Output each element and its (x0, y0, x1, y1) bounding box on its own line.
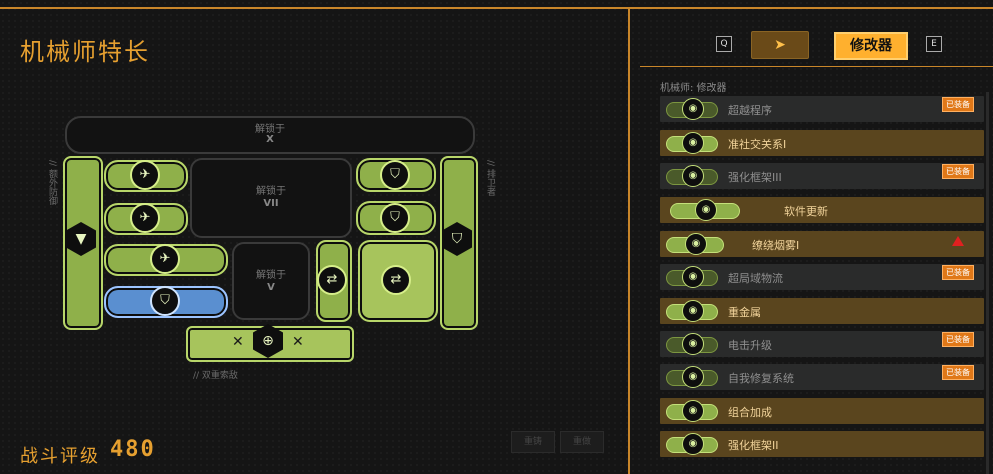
modifier-label: 电击升级 (728, 339, 772, 352)
equipped-badge: 已装备 (942, 164, 974, 179)
x-mark-icon: ✕ (232, 334, 244, 350)
panel-separator (640, 66, 993, 67)
modifier-row[interactable]: ◉ 自我修复系统 已装备 (660, 364, 984, 390)
modifier-label: 自我修复系统 (728, 372, 794, 385)
drone-icon[interactable]: ✈ (130, 203, 160, 233)
page-title: 机械师特长 (20, 38, 150, 66)
modifier-row[interactable]: ◉ 缭绕烟雾I (660, 231, 984, 257)
equipped-badge: 已装备 (942, 332, 974, 347)
modifier-toggle[interactable]: ◉ (666, 366, 718, 388)
modifier-icon: ◉ (682, 300, 704, 322)
shield-icon[interactable]: ⛉ (380, 203, 410, 233)
drone-icon[interactable]: ✈ (130, 160, 160, 190)
modifier-label: 超越程序 (728, 104, 772, 117)
shield-icon[interactable]: ⛉ (442, 222, 472, 256)
equipped-badge: 已装备 (942, 365, 974, 380)
modifier-label: 软件更新 (784, 205, 828, 218)
equipped-badge: 已装备 (942, 265, 974, 280)
combat-rating-label: 战斗评级 (20, 446, 100, 467)
scrollbar[interactable] (986, 92, 989, 474)
drone-icon[interactable]: ✈ (150, 244, 180, 274)
shield-icon[interactable]: ⛉ (380, 160, 410, 190)
tab-modifiers[interactable]: 修改器 (834, 32, 908, 60)
modifier-icon: ◉ (682, 165, 704, 187)
recast-button[interactable]: 重铸 (511, 431, 555, 453)
lock-label: 解锁于 (256, 186, 286, 197)
combat-rating-value: 480 (110, 437, 156, 462)
modifier-row[interactable]: ◉ 软件更新 (660, 197, 984, 223)
modifier-row[interactable]: ◉ 重金属 (660, 298, 984, 324)
cursor-icon: ➤ (774, 37, 786, 53)
modifier-row[interactable]: ◉ 准社交关系I (660, 130, 984, 156)
modifier-icon: ◉ (682, 366, 704, 388)
lock-label: 解锁于 (256, 270, 286, 281)
turret-icon[interactable]: ▼ (66, 222, 96, 256)
modifier-icon: ◉ (682, 266, 704, 288)
modifier-row[interactable]: ◉ 强化框架II (660, 431, 984, 457)
swap-icon[interactable]: ⇄ (317, 265, 347, 295)
locked-slot-low: 解锁于 V (232, 242, 310, 320)
equipped-badge: 已装备 (942, 97, 974, 112)
locked-slot-top: 解锁于 X (65, 116, 475, 154)
modifier-label: 超局域物流 (728, 272, 783, 285)
panel-divider (628, 7, 630, 474)
modifier-icon: ◉ (682, 333, 704, 355)
modifier-icon: ◉ (682, 132, 704, 154)
modifier-toggle[interactable]: ◉ (666, 400, 718, 422)
redo-button[interactable]: 重做 (560, 431, 604, 453)
modifier-row[interactable]: ◉ 超越程序 已装备 (660, 96, 984, 122)
key-q-hint: Q (716, 36, 732, 52)
modifier-label: 强化框架II (728, 439, 779, 452)
cursor-tab[interactable]: ➤ (751, 31, 809, 59)
lock-numeral: X (266, 134, 274, 145)
modifier-toggle[interactable]: ◉ (666, 266, 718, 288)
modifier-toggle[interactable]: ◉ (666, 132, 718, 154)
modifier-icon: ◉ (682, 400, 704, 422)
lock-numeral: VII (263, 198, 279, 209)
key-e-hint: E (926, 36, 942, 52)
modifier-toggle[interactable]: ◉ (666, 333, 718, 355)
modifier-toggle[interactable]: ◉ (666, 98, 718, 120)
modifier-label: 缭绕烟雾I (752, 239, 800, 252)
modifier-label: 组合加成 (728, 406, 772, 419)
modifier-label: 准社交关系I (728, 138, 787, 151)
lock-label: 解锁于 (255, 124, 285, 135)
locked-slot-mid: 解锁于 VII (190, 158, 352, 238)
warning-icon (952, 236, 964, 246)
right-side-label: // 排卫者 (485, 160, 495, 196)
modifier-toggle[interactable]: ◉ (666, 165, 718, 187)
x-mark-icon: ✕ (292, 334, 304, 350)
modifier-toggle[interactable]: ◉ (670, 199, 740, 221)
shield-icon[interactable]: ⛉ (150, 286, 180, 316)
lock-numeral: V (267, 282, 275, 293)
modifier-toggle[interactable]: ◉ (666, 233, 724, 255)
section-title: 机械师: 修改器 (660, 83, 727, 94)
modifier-row[interactable]: ◉ 电击升级 已装备 (660, 331, 984, 357)
modifier-row[interactable]: ◉ 强化框架III 已装备 (660, 163, 984, 189)
bottom-side-label: // 双重索敌 (193, 371, 238, 381)
modifier-row[interactable]: ◉ 组合加成 (660, 398, 984, 424)
top-border (0, 7, 993, 9)
modifier-label: 强化框架III (728, 171, 782, 184)
swap-icon[interactable]: ⇄ (381, 265, 411, 295)
modifier-icon: ◉ (695, 199, 717, 221)
modifier-icon: ◉ (682, 433, 704, 455)
modifier-toggle[interactable]: ◉ (666, 433, 718, 455)
left-side-label: // 额外防御 (47, 160, 57, 205)
modifier-label: 重金属 (728, 306, 761, 319)
modifier-icon: ◉ (685, 233, 707, 255)
modifier-toggle[interactable]: ◉ (666, 300, 718, 322)
modifier-row[interactable]: ◉ 超局域物流 已装备 (660, 264, 984, 290)
modifier-icon: ◉ (682, 98, 704, 120)
